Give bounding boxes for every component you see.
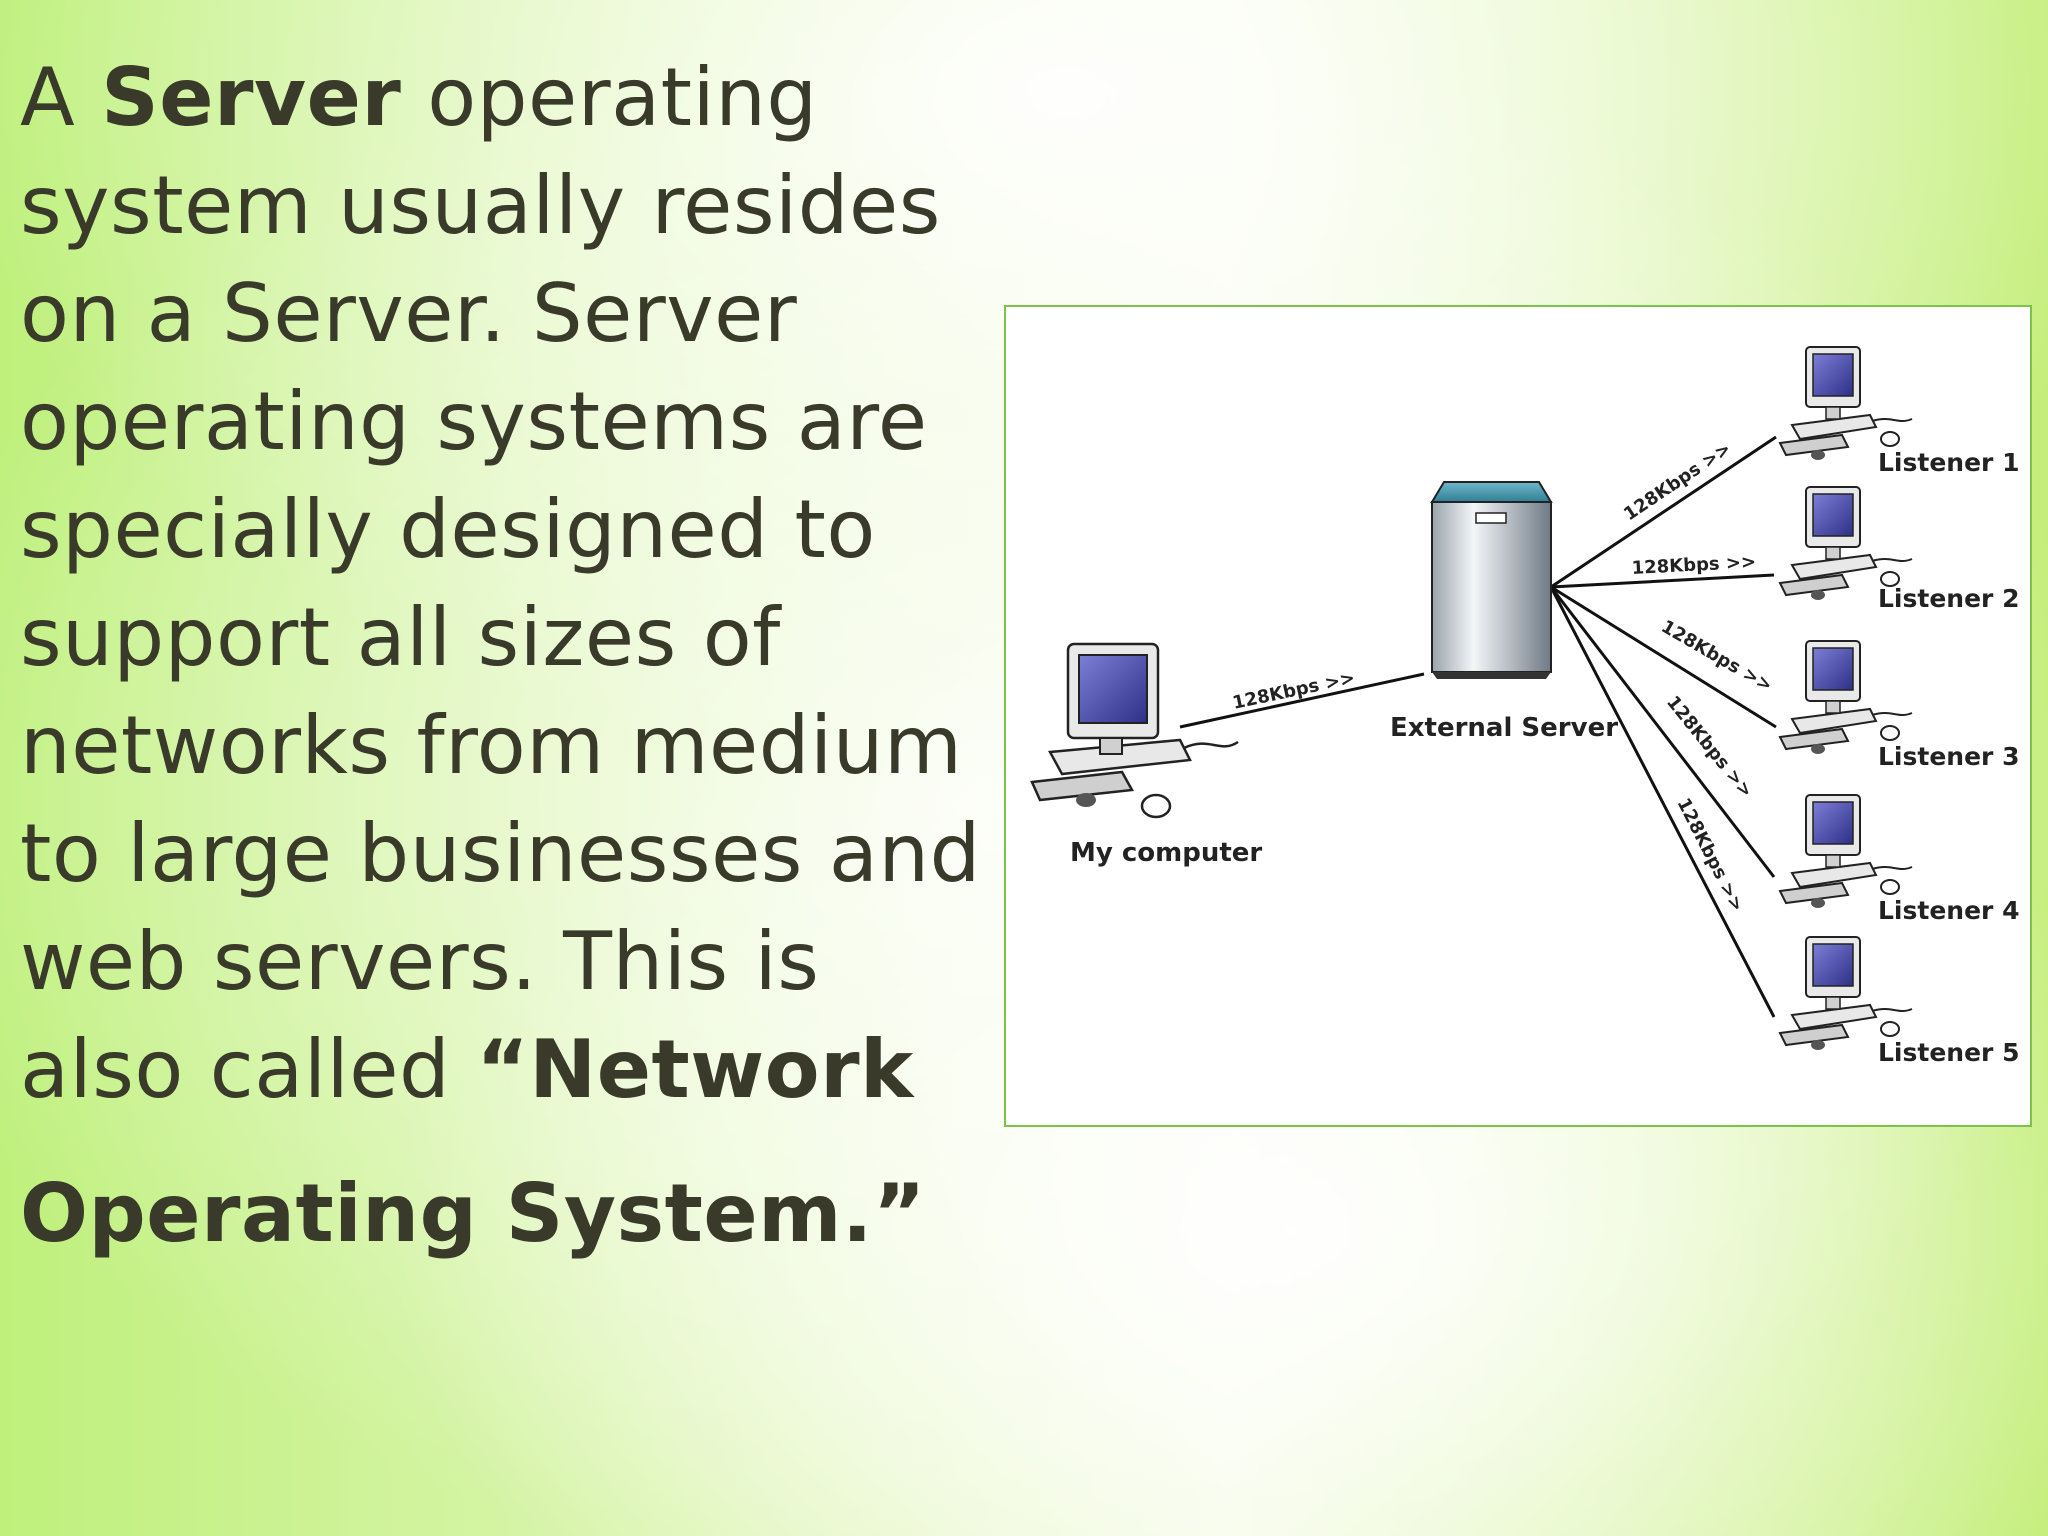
- slide-body-text: A Server operating system usually reside…: [20, 44, 1000, 1268]
- source-computer-icon: [1030, 642, 1239, 819]
- text-bold-server: Server: [101, 51, 402, 144]
- link-label-4: 128Kbps >>: [1662, 692, 1757, 802]
- network-diagram-svg: 128Kbps >> 128Kbps >> 128Kbps >> 128Kbps…: [1030, 346, 2019, 1067]
- link-label-2: 128Kbps >>: [1631, 552, 1756, 579]
- listener-label-5: Listener 5: [1878, 1038, 2019, 1067]
- listener-label-1: Listener 1: [1878, 448, 2019, 477]
- text-line-11: Operating System.”: [20, 1160, 1000, 1268]
- text-line-7: networks from medium: [20, 699, 963, 792]
- link-listener-1: [1550, 435, 1777, 589]
- text-line-8: to large businesses and: [20, 807, 981, 900]
- text-line-6: support all sizes of: [20, 591, 781, 684]
- listener-computer-1-icon: [1779, 346, 1913, 461]
- listener-label-3: Listener 3: [1878, 742, 2019, 771]
- text-bold-os: Operating System.”: [20, 1167, 926, 1260]
- listener-computer-4-icon: [1779, 794, 1913, 909]
- text-line-2: system usually resides: [20, 159, 941, 252]
- text-line-1: A Server operating: [20, 44, 1000, 152]
- link-source-server: [1179, 672, 1425, 729]
- text-bold-network: “Network: [476, 1023, 914, 1116]
- text-line-4: operating systems are: [20, 375, 928, 468]
- text-line-10: also called “Network: [20, 1016, 1000, 1124]
- listener-label-2: Listener 2: [1878, 584, 2019, 613]
- text-line-5: specially designed to: [20, 483, 876, 576]
- link-label-1: 128Kbps >>: [1620, 438, 1735, 525]
- text-line-9: web servers. This is: [20, 915, 820, 1008]
- listener-computer-3-icon: [1779, 640, 1913, 755]
- external-server-icon: [1430, 481, 1553, 679]
- source-computer-label: My computer: [1070, 838, 1262, 868]
- listener-label-4: Listener 4: [1878, 896, 2019, 925]
- server-label: External Server: [1390, 713, 1618, 743]
- text-segment: also called: [20, 1023, 477, 1116]
- text-segment: A: [20, 51, 102, 144]
- link-listener-4: [1549, 586, 1776, 878]
- connection-lines: [1179, 435, 1777, 1018]
- link-label-source: 128Kbps >>: [1231, 667, 1357, 713]
- text-line-3: on a Server. Server: [20, 267, 798, 360]
- text-segment: operating: [401, 51, 818, 144]
- link-listener-5: [1549, 586, 1776, 1018]
- network-diagram: 128Kbps >> 128Kbps >> 128Kbps >> 128Kbps…: [1004, 305, 2032, 1127]
- link-listener-2: [1550, 573, 1775, 589]
- listener-computer-5-icon: [1779, 936, 1913, 1051]
- link-label-3: 128Kbps >>: [1658, 616, 1776, 696]
- link-listener-3: [1550, 585, 1777, 729]
